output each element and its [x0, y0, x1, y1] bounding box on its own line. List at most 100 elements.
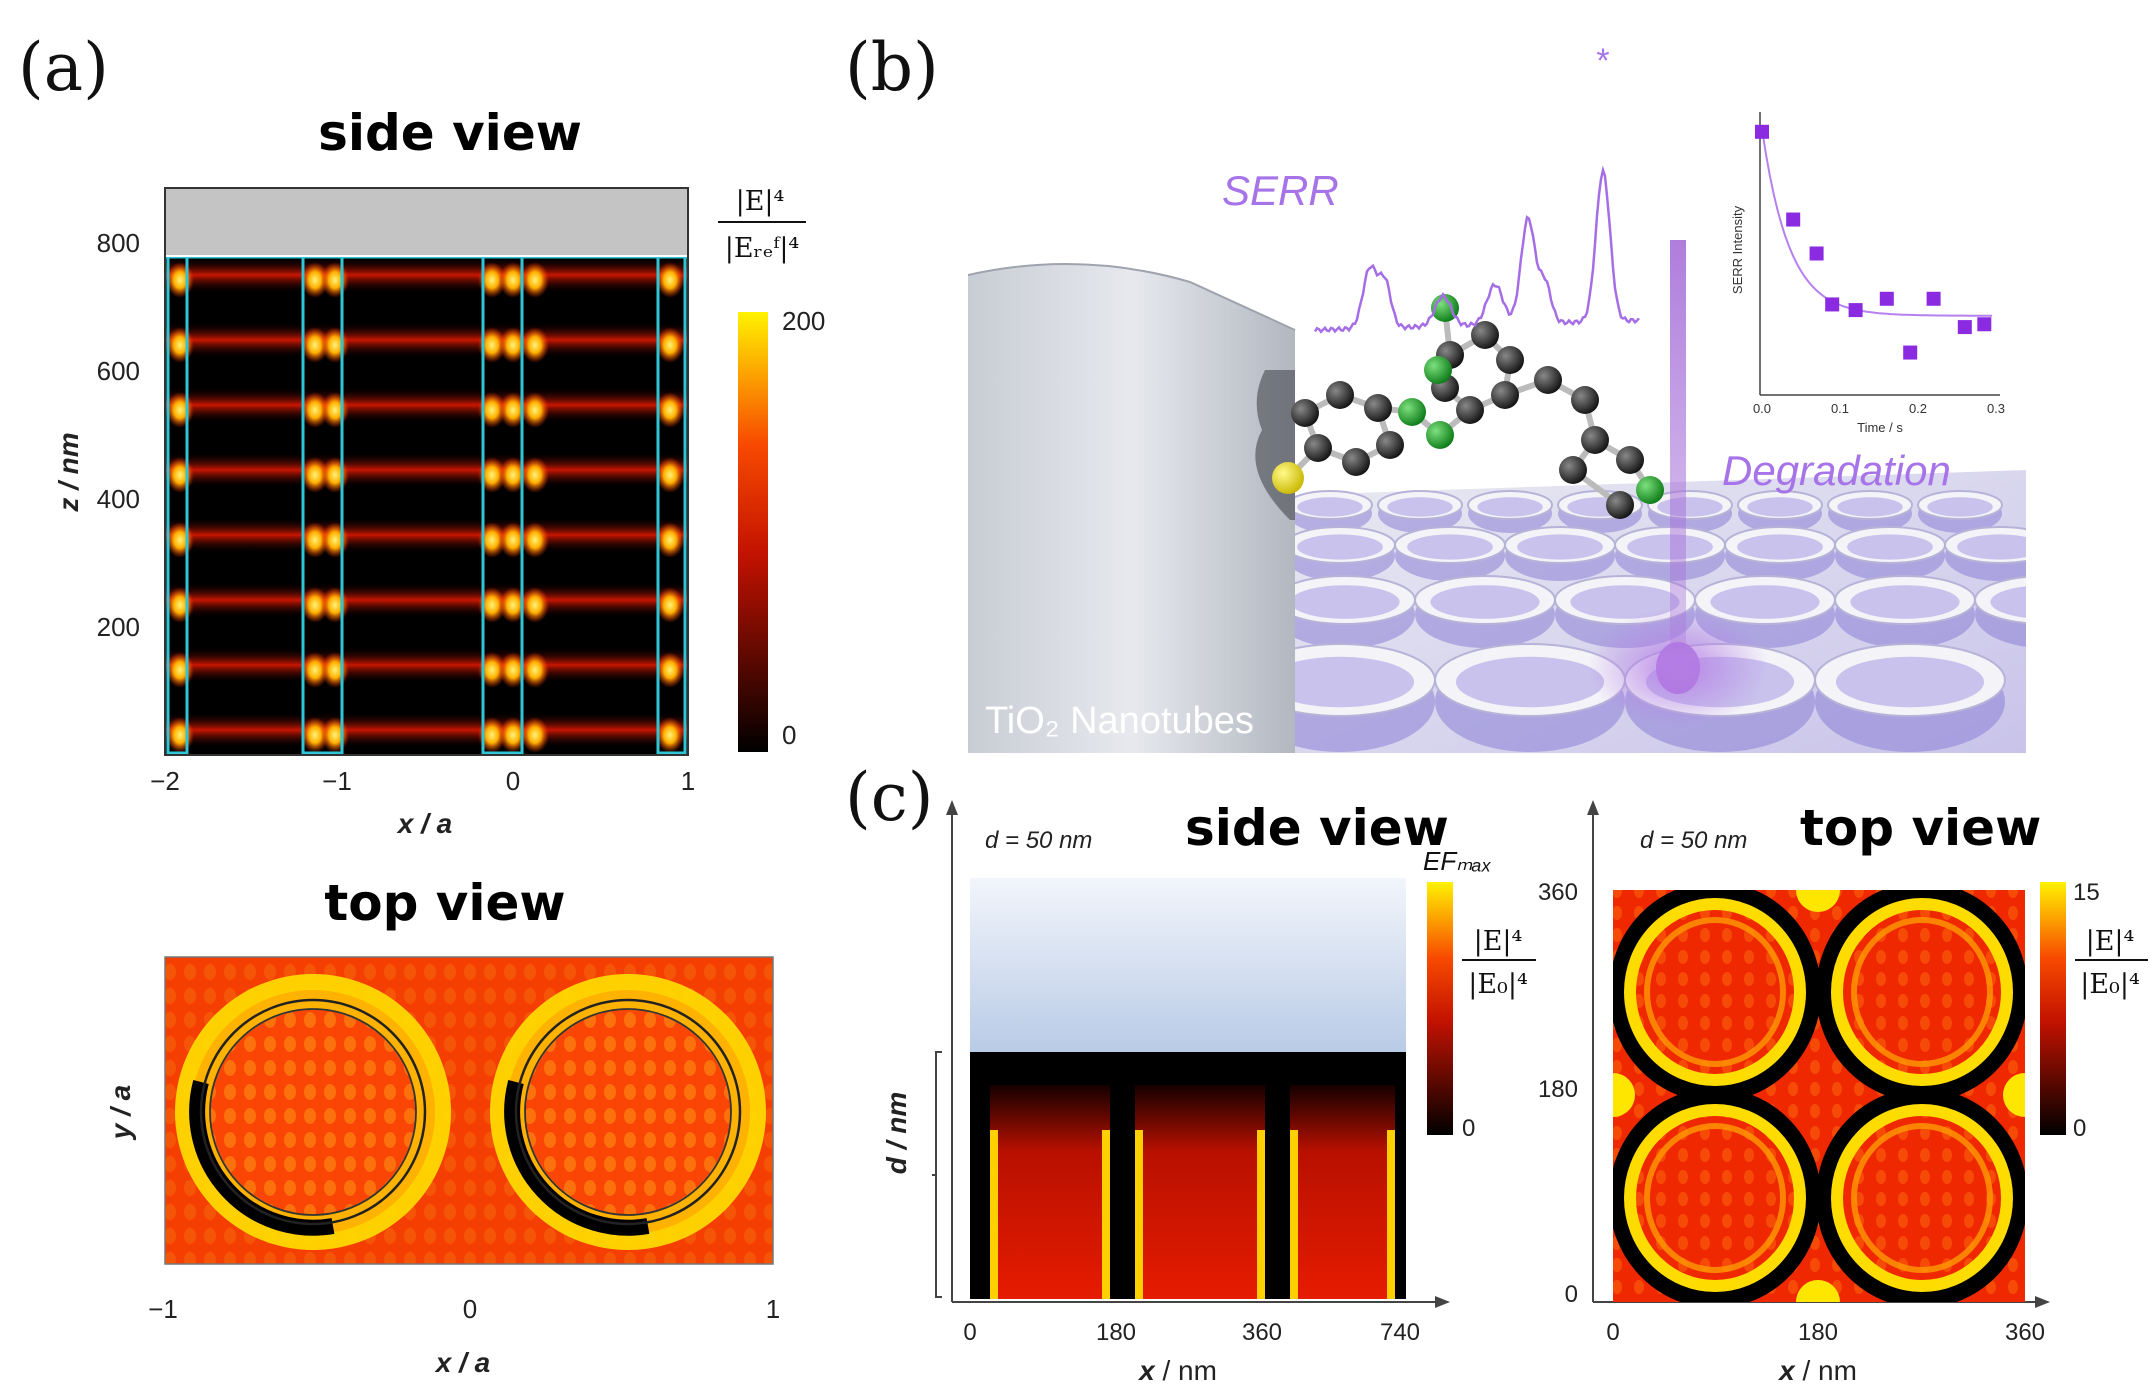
x-axis-label-side-c: x / nm [1137, 1355, 1217, 1386]
nanotube-opening [1957, 534, 2026, 560]
edge-hot-spot [1613, 1073, 1635, 1117]
inset-xtick-2: 0.2 [1909, 401, 1927, 416]
colorbar-c-side-numerator: |E|⁴ [1474, 926, 1523, 957]
hot-spot [166, 717, 194, 753]
tube-inner-edge [524, 1008, 732, 1216]
inset-data-point [1957, 320, 1972, 335]
top-view-heatmap-c [1613, 890, 2025, 1302]
xtick-a-1: 1 [681, 766, 695, 796]
inset-data-point [1903, 345, 1918, 360]
hot-spot [478, 392, 506, 428]
field-band [165, 387, 688, 423]
hot-spot [656, 522, 684, 558]
hot-edge [1102, 1130, 1110, 1299]
hot-spot [321, 652, 349, 688]
nanotube-opening [1737, 534, 1823, 560]
side-view-title-c: side view [1185, 799, 1449, 857]
hot-spot [478, 262, 506, 298]
colorbar-c-top-numerator: |E|⁴ [2086, 926, 2135, 957]
nanotube-wall-outline [656, 257, 687, 755]
hot-spot [478, 587, 506, 623]
inset-xtick-0: 0.0 [1753, 401, 1771, 416]
x-axis-label-a: x / a [396, 808, 452, 839]
xtick-c-side-0: 0 [963, 1319, 976, 1346]
hot-spot [301, 327, 329, 363]
hot-spot [301, 262, 329, 298]
nanotube-opening [1430, 585, 1540, 619]
ytick-c-top-360: 360 [1538, 879, 1578, 906]
nanotube-opening [1387, 497, 1453, 517]
hot-spot [166, 522, 194, 558]
side-view-heatmap-c [970, 878, 1406, 1299]
hot-spot [499, 587, 527, 623]
hot-spot [321, 587, 349, 623]
hot-spot [166, 652, 194, 688]
field-band [165, 647, 688, 683]
dark-ring [1816, 1088, 2025, 1302]
inset-data-point [1755, 124, 1769, 139]
field-band [165, 582, 688, 618]
field-band [165, 517, 688, 553]
field-band [165, 712, 688, 748]
y-axis-label-side-c: d / nm [881, 1092, 912, 1174]
nitrogen-atom [1426, 421, 1454, 449]
carbon-atom [1571, 386, 1599, 414]
inset-xlabel: Time / s [1857, 420, 1903, 435]
colorbar-c-top: 15 |E|⁴ |E₀|⁴ 0 [2040, 879, 2148, 1142]
hot-spot [521, 262, 549, 298]
nanotube-opening [1837, 497, 1903, 517]
hot-spot [656, 652, 684, 688]
tube-inner-edge [209, 1008, 417, 1216]
hot-spot [301, 587, 329, 623]
top-view-axes-a: −1 0 1 x / a y / a [105, 1085, 780, 1378]
xtick-c-top-0: 0 [1606, 1319, 1619, 1346]
side-view-y-axis-a: 800 600 400 200 z / nm [53, 228, 140, 642]
nitrogen-atom [1636, 476, 1664, 504]
nanotube-opening [1297, 534, 1383, 560]
nanotube-opening [1477, 497, 1543, 517]
inset-data-point [1825, 297, 1840, 312]
hot-spot [656, 392, 684, 428]
hot-spot [499, 457, 527, 493]
hot-spot [321, 327, 349, 363]
ytick-a-600: 600 [97, 356, 140, 386]
y-axis-label-a: z / nm [53, 432, 84, 512]
inner-ring [1644, 917, 1786, 1067]
carbon-atom [1304, 434, 1332, 462]
inset-data-point [1879, 291, 1894, 306]
hot-spot [499, 327, 527, 363]
bright-ring [1624, 1104, 1806, 1292]
nanotube-opening [1297, 497, 1363, 517]
substrate-label: TiO₂ Nanotubes [985, 700, 1254, 742]
carbon-atom [1606, 491, 1634, 519]
degradation-label: Degradation [1722, 447, 1951, 494]
xtick-c-side-180: 180 [1096, 1319, 1136, 1346]
hot-spot [321, 522, 349, 558]
nanotube-wall-outline [481, 257, 524, 755]
nanotube-opening [1927, 497, 1993, 517]
hot-spot [478, 717, 506, 753]
carbon-atom [1291, 399, 1319, 427]
xtick-a-0: 0 [506, 766, 520, 796]
hot-spot [166, 392, 194, 428]
hot-spot [321, 457, 349, 493]
colorbar-c-side-denominator: |E₀|⁴ [1468, 969, 1528, 1000]
nanotube-opening [1265, 656, 1415, 708]
xtick-a-m2: −2 [150, 766, 180, 796]
nanotube-opening [1747, 497, 1813, 517]
xtick-c-top-360: 360 [2005, 1319, 2045, 1346]
dark-ring [1613, 1088, 1821, 1302]
carbon-atom [1456, 396, 1484, 424]
side-view-heatmap-a [164, 187, 689, 756]
hot-spot [166, 327, 194, 363]
xtick-c-side-740: 740 [1380, 1319, 1420, 1346]
nanotube-opening [1990, 586, 2026, 618]
hot-spot [656, 587, 684, 623]
panel-b-illustration [968, 240, 2026, 753]
side-view-c-annotation: d = 50 nm [985, 827, 1092, 854]
top-view-heatmap-a [165, 957, 773, 1264]
field-band [165, 322, 688, 358]
bright-ring [1831, 1104, 2013, 1292]
edge-hot-spot [2003, 1073, 2025, 1117]
ytick-c-top-0: 0 [1565, 1281, 1578, 1308]
